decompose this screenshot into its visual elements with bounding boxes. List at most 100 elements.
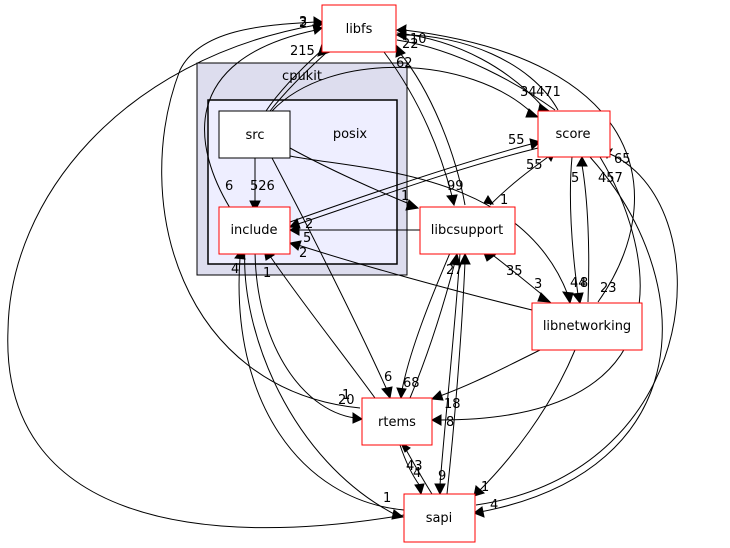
edge-label: 18 — [444, 397, 461, 412]
node-score[interactable]: score — [537, 110, 611, 158]
edge-label: 2 — [305, 217, 313, 232]
edge-libfs-libcsupport — [383, 51, 453, 197]
edge-include-score — [289, 142, 536, 223]
edge-label: 1 — [342, 388, 350, 403]
edge-libfs-score-a — [396, 32, 545, 109]
node-libnetworking[interactable]: libnetworking — [531, 302, 643, 351]
edge-label: 27 — [446, 263, 463, 278]
edge-label: 8 — [446, 415, 454, 430]
edge-label: 4 — [490, 498, 498, 513]
edge-libcsupport-sapi — [439, 252, 461, 486]
edge-src-score — [271, 66, 533, 114]
edge-label: 471 — [536, 85, 561, 100]
cluster-cpukit-label: cpukit — [282, 69, 322, 84]
edge-rtems-libcsupport — [409, 261, 456, 399]
edge-src-libfs-a — [265, 49, 323, 112]
edge-score-libnetworking — [569, 156, 579, 296]
arrowhead — [396, 387, 407, 400]
node-rtems[interactable]: rtems — [361, 397, 433, 446]
edge-label: 65 — [614, 152, 631, 167]
edge-sapi-libcsupport — [446, 261, 466, 495]
arrowhead — [525, 108, 540, 118]
edge-label: 8 — [580, 276, 588, 291]
arrowhead — [576, 155, 588, 167]
edge-rtems-sapi — [399, 444, 421, 487]
edge-label: 44 — [570, 276, 587, 291]
edge-libnetworking-rtems — [439, 349, 541, 397]
arrowhead — [483, 195, 494, 205]
edge-score-include — [297, 147, 539, 225]
edge-label: 55 — [508, 133, 525, 148]
edge-libnetworking-sapi — [479, 349, 576, 491]
arrowhead — [449, 252, 461, 266]
arrowhead — [430, 390, 444, 401]
arrowhead — [405, 199, 420, 211]
edge-libcsupport-rtems — [401, 252, 451, 391]
edge-label: 22 — [402, 37, 419, 52]
edge-libcsupport-score — [489, 156, 549, 206]
cluster-posix-label: posix — [333, 127, 368, 142]
edge-label: 68 — [403, 376, 420, 391]
node-src[interactable]: src — [218, 110, 291, 159]
edge-sapi-include — [238, 257, 405, 511]
edge-label: 43 — [406, 459, 423, 474]
edge-label: 1 — [383, 491, 391, 506]
edge-label: 34 — [520, 85, 537, 100]
arrowhead — [249, 200, 261, 213]
node-src-label: src — [246, 128, 265, 143]
arrowhead — [473, 485, 486, 497]
arrowhead — [459, 252, 471, 265]
edge-label: 6 — [225, 179, 233, 194]
node-include[interactable]: include — [218, 206, 291, 255]
edge-libcsupport-libfs — [399, 52, 466, 206]
edge-libnetworking-include — [297, 244, 533, 311]
edge-label: 2 — [299, 246, 307, 261]
edge-score-libfs — [403, 34, 559, 111]
edge-include-libfs — [204, 29, 317, 209]
edge-label: 3 — [299, 15, 307, 30]
edges — [7, 16, 678, 529]
node-libfs[interactable]: libfs — [321, 4, 397, 53]
edge-label: 1 — [263, 266, 271, 281]
arrowhead — [352, 412, 364, 424]
edge-include-sapi — [244, 247, 397, 516]
edge-label: 62 — [396, 56, 413, 71]
arrowhead — [562, 291, 574, 305]
edge-sapi-libfs — [7, 24, 405, 529]
edge-score-sapi — [479, 156, 663, 513]
edge-label: 9 — [438, 469, 446, 484]
edge-libnetworking-libfs — [403, 29, 635, 303]
edge-label: 23 — [600, 281, 617, 296]
edge-src-libnetworking — [289, 155, 569, 296]
edge-label: 4 — [231, 262, 239, 277]
edge-label: 10 — [410, 32, 427, 47]
edge-src-rtems — [271, 157, 388, 391]
edge-rtems-libfs — [161, 21, 361, 409]
node-include-label: include — [230, 223, 277, 238]
edge-sapi-score — [475, 152, 678, 506]
edge-label: 5 — [303, 231, 311, 246]
edge-label: 1 — [401, 189, 409, 204]
arrowhead — [381, 386, 393, 400]
edge-label: 1 — [500, 193, 508, 208]
edge-src-libfs-b — [269, 52, 327, 112]
arrowhead — [288, 240, 302, 251]
arrowhead — [430, 414, 442, 426]
edge-libfs-score-b — [396, 39, 556, 111]
arrowhead — [446, 194, 458, 207]
edge-label: 3 — [534, 277, 542, 292]
edge-label: 526 — [250, 179, 275, 194]
arrowhead — [396, 24, 407, 36]
arrowhead — [537, 292, 552, 303]
arrowhead — [314, 19, 323, 32]
edge-rtems-include — [269, 255, 376, 399]
edge-label: 457 — [598, 171, 623, 186]
edge-label: 1 — [481, 480, 489, 495]
node-rtems-label: rtems — [378, 415, 416, 430]
edge-label: 99 — [447, 179, 464, 194]
node-sapi[interactable]: sapi — [403, 493, 476, 543]
node-libcsupport[interactable]: libcsupport — [419, 206, 516, 255]
node-score-label: score — [556, 127, 591, 142]
arrowhead — [288, 218, 301, 229]
edge-label: 4 — [413, 466, 421, 481]
